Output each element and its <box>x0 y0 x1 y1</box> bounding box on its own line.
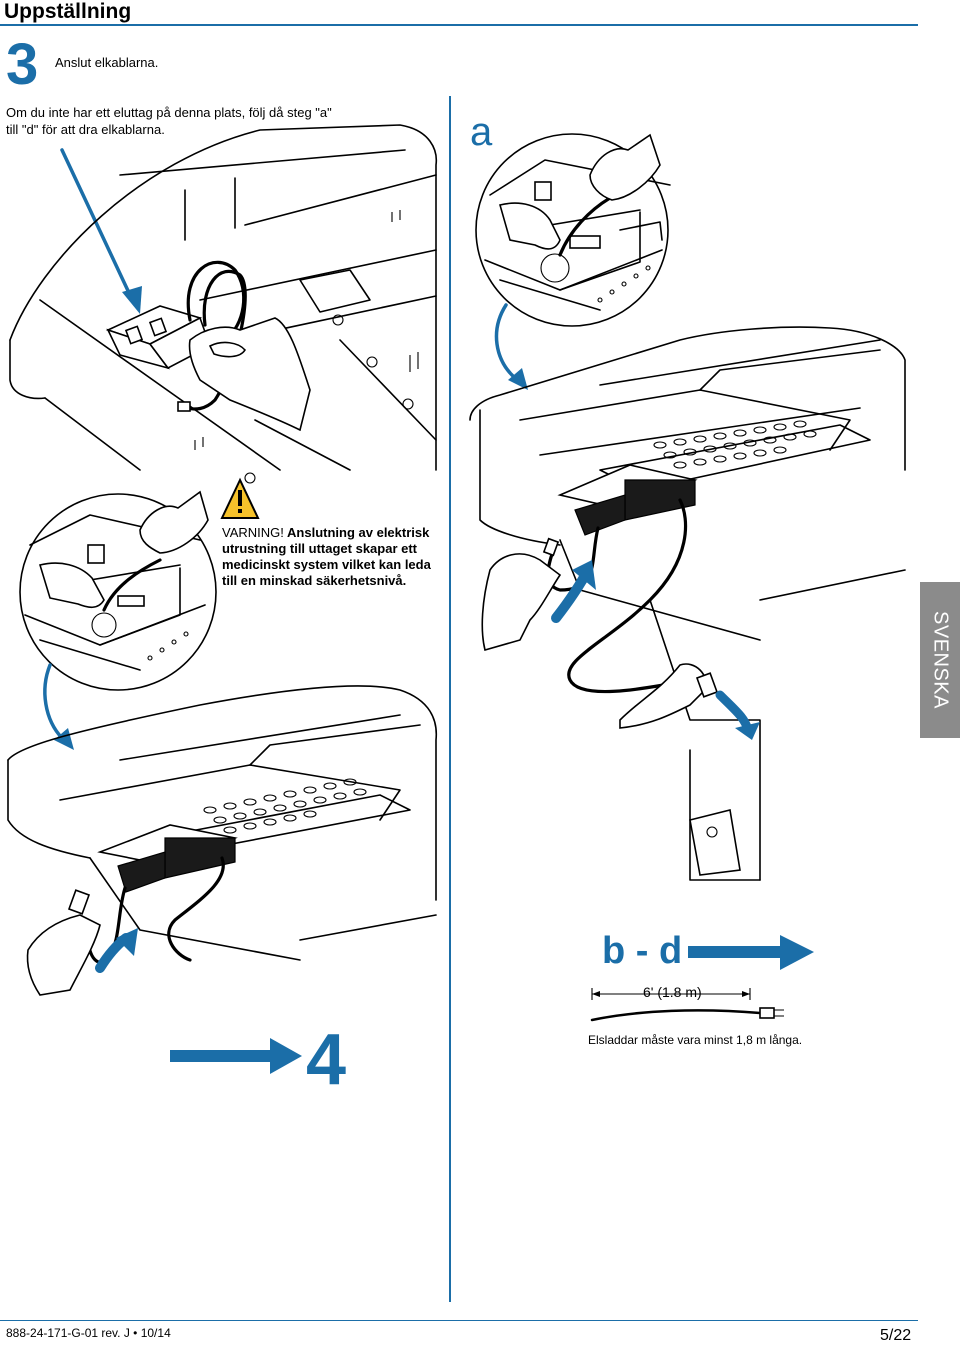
step-caption: Anslut elkablarna. <box>55 55 159 70</box>
panel-a-label: a <box>470 110 493 154</box>
warning-text: VARNING! Anslutning av elektrisk utrustn… <box>222 525 434 589</box>
intro-text: Om du inte har ett eluttag på denna plat… <box>6 105 332 137</box>
page-number: 5/22 <box>880 1327 912 1344</box>
panel-bd-label: b - d <box>602 930 683 972</box>
warning-triangle-icon <box>220 477 260 519</box>
cord-dimension-label: 6' (1.8 m) <box>643 984 702 1000</box>
next-step-number: 4 <box>306 1020 347 1100</box>
cord-length-illustration <box>590 988 784 1022</box>
inset-b-illustration <box>19 490 217 691</box>
arrow-right-icon <box>170 1038 302 1074</box>
cart-tray-illustration-a <box>469 326 906 881</box>
language-tab: SVENSKA <box>920 582 960 738</box>
document-id: 888-24-171-G-01 rev. J • 10/14 <box>6 1326 171 1340</box>
outlet-scene-illustration <box>9 124 438 484</box>
inset-a-illustration <box>475 133 671 327</box>
warning-lead: VARNING! <box>222 525 284 540</box>
step-number: 3 <box>6 32 38 97</box>
header-rule <box>0 24 918 26</box>
curved-arrow-icon <box>494 303 528 390</box>
cord-caption: Elsladdar måste vara minst 1,8 m långa. <box>588 1033 803 1047</box>
column-divider <box>449 96 451 1302</box>
footer-rule <box>0 1320 918 1321</box>
page-title: Uppställning <box>4 0 132 23</box>
pointer-arrow-icon <box>60 148 142 314</box>
language-tab-label: SVENSKA <box>929 611 952 709</box>
curved-arrow-icon <box>43 663 74 750</box>
cart-tray-illustration-b <box>7 685 438 996</box>
arrow-right-icon <box>688 935 814 970</box>
warning-body: Anslutning av elektrisk utrustning till … <box>222 525 431 588</box>
